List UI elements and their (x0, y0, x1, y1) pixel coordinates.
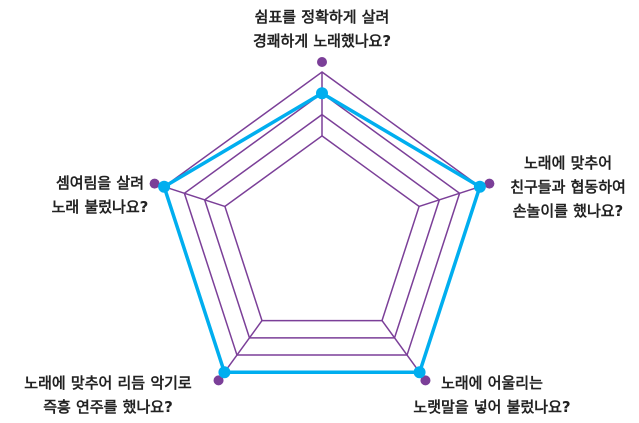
data-point (316, 87, 328, 100)
data-point (413, 366, 426, 379)
data-point (158, 180, 171, 193)
grid-ring (183, 92, 461, 356)
axis-marker (213, 375, 224, 386)
series-line (162, 91, 482, 375)
grid-spoke (163, 185, 226, 208)
grid-ring (224, 134, 420, 322)
axis-marker (317, 57, 327, 67)
axis-marker (149, 178, 160, 189)
axis-marker (484, 178, 495, 189)
data-point (218, 366, 231, 379)
grid-spoke (381, 320, 421, 373)
grid-ring (203, 113, 441, 339)
data-point (473, 180, 486, 193)
grid-spoke (418, 185, 481, 208)
grid-spoke (223, 320, 263, 373)
axis-marker (420, 375, 431, 386)
